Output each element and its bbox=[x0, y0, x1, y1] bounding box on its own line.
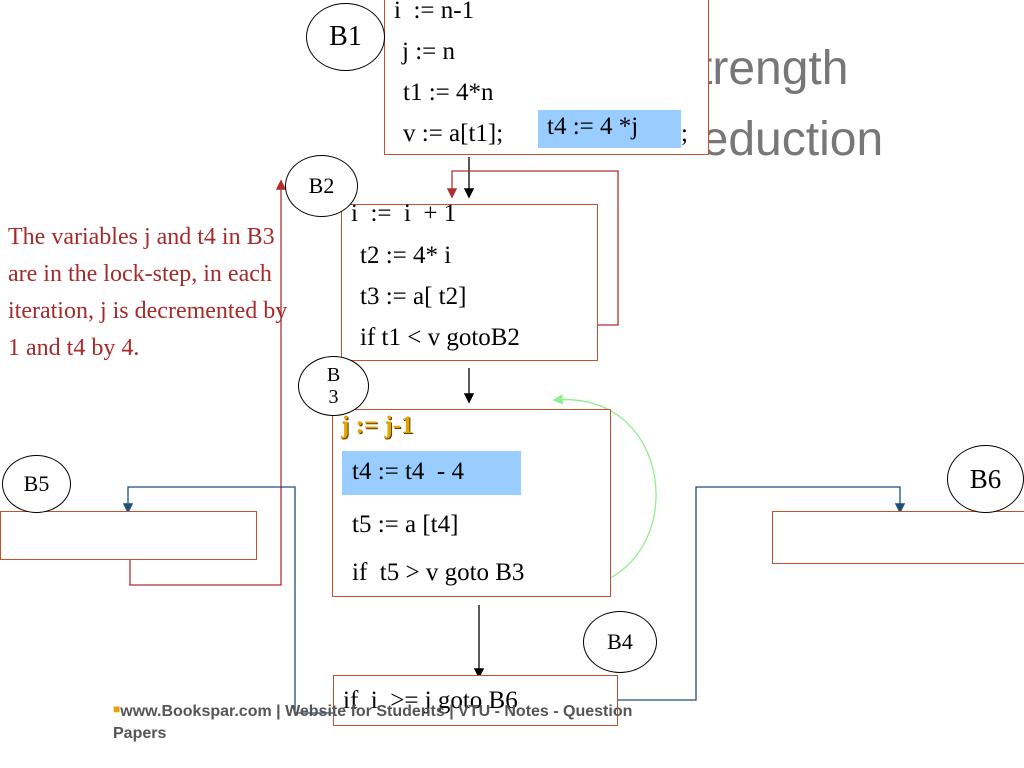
b1-highlight-box bbox=[538, 110, 681, 148]
b1-line2: j := n bbox=[402, 38, 455, 65]
b3-line3: t5 := a [t4] bbox=[352, 511, 459, 538]
block-b6 bbox=[772, 511, 1024, 564]
label-b4: B4 bbox=[583, 611, 657, 673]
block-b4 bbox=[333, 675, 618, 726]
b1-line4: v := a[t1]; bbox=[403, 120, 504, 147]
label-b1: B1 bbox=[306, 3, 385, 71]
edge-b4-b5 bbox=[122, 486, 335, 714]
b1-line3: t1 := 4*n bbox=[403, 79, 494, 106]
b1-line1: i := n-1 bbox=[394, 0, 475, 24]
label-b5: B5 bbox=[2, 455, 71, 513]
footer: ■www.Bookspar.com | Website for Students… bbox=[113, 698, 633, 745]
footer-bullet-icon: ■ bbox=[113, 702, 121, 716]
b1-tail: ; bbox=[681, 120, 688, 147]
edge-b2-loop bbox=[446, 170, 619, 326]
b3-highlight-box bbox=[342, 451, 521, 495]
explanation-note: The variables j and t4 in B3 are in the … bbox=[8, 224, 288, 361]
footer-link[interactable]: www.Bookspar.com | Website for Students … bbox=[113, 703, 633, 742]
b2-line1: i := i + 1 bbox=[351, 200, 457, 227]
b2-line3: t3 := a[ t2] bbox=[360, 283, 467, 310]
block-b5 bbox=[0, 511, 257, 560]
b3-line4: if t5 > v goto B3 bbox=[352, 559, 525, 586]
label-b3: B 3 bbox=[298, 356, 369, 416]
b2-line4: if t1 < v gotoB2 bbox=[360, 324, 520, 351]
b2-line2: t2 := 4* i bbox=[360, 242, 452, 269]
block-b3 bbox=[332, 409, 611, 597]
edge-b4-b6 bbox=[618, 486, 906, 701]
b3-line1: j := j-1 bbox=[341, 412, 414, 439]
edge-b3-loop bbox=[552, 394, 657, 587]
b1-highlight-text: t4 := 4 *j bbox=[547, 113, 639, 140]
edge-b5-b2 bbox=[129, 179, 287, 586]
b3-line2: t4 := t4 - 4 bbox=[352, 458, 465, 485]
label-b6: B6 bbox=[947, 445, 1024, 513]
b4-line: if i >= j goto B6 bbox=[343, 687, 518, 714]
label-b2: B2 bbox=[285, 155, 358, 217]
block-b2 bbox=[341, 204, 598, 361]
